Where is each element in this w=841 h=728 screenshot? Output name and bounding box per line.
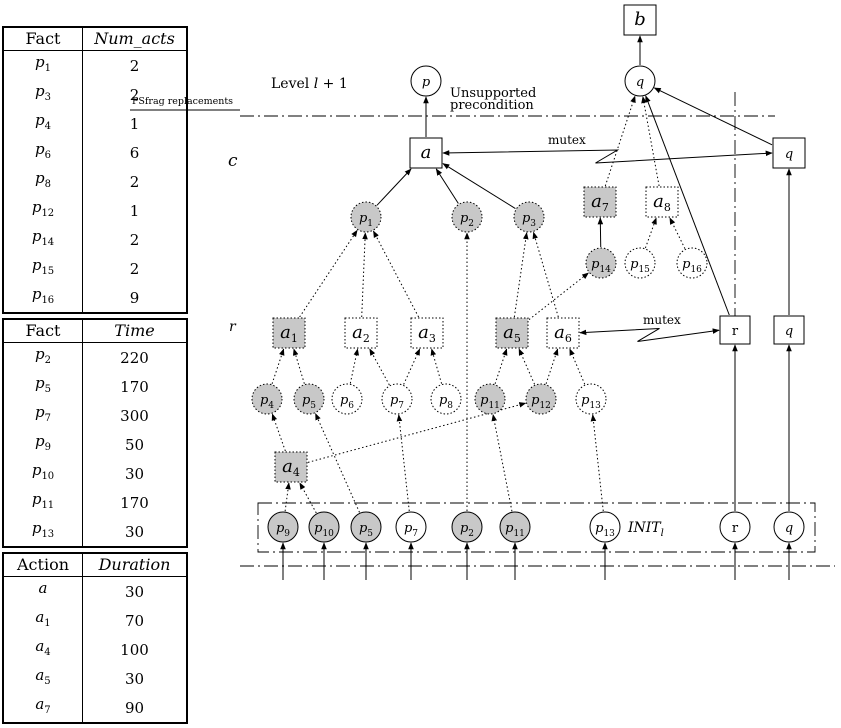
edge-p7-to-a3: [404, 349, 420, 384]
planning-graph-diagram: b p q a q p1 p2 p3 a7 a8 p14 p15 p16 a1 a2 a3 a5 a6 r q p4 p5…: [0, 0, 841, 581]
node-i-q: q: [774, 512, 804, 542]
svg-text:r: r: [732, 324, 739, 339]
node-q-noop-r: q: [774, 316, 804, 344]
node-i-p9: p9: [268, 512, 298, 542]
psfrag-label: PSfrag replacements: [132, 96, 233, 107]
row-symbol: a4: [3, 635, 83, 664]
node-a1: a1: [273, 318, 305, 348]
level-r-label: r: [229, 319, 237, 335]
node-a5: a5: [496, 318, 528, 348]
node-a2: a2: [345, 318, 377, 348]
node-i-r: r: [720, 512, 750, 542]
svg-text:q: q: [785, 324, 793, 339]
node-p15: p15: [625, 248, 655, 278]
node-i-p7: p7: [396, 512, 426, 542]
edge-a2-to-p1: [362, 233, 366, 317]
init-label: INITl: [627, 520, 664, 539]
mutex-link-a-q-noop-c: [443, 150, 772, 163]
node-q-noop-c: q: [773, 138, 805, 168]
edge-i-p9-to-a4: [285, 483, 289, 511]
edge-i-p13-to-p13: [593, 415, 604, 511]
node-p14: p14: [586, 248, 616, 278]
row-symbol: a5: [3, 664, 83, 693]
svg-text:q: q: [785, 521, 793, 536]
edge-i-p11-to-p11: [493, 415, 512, 512]
row-value: 70: [83, 606, 188, 635]
edge-p12-to-a5: [519, 349, 535, 384]
edge-a7-to-q-top: [605, 96, 635, 186]
edge-a1-to-p1: [300, 230, 358, 317]
node-p13: p13: [576, 384, 606, 414]
mutex-link-a6-r-noop: [580, 328, 719, 341]
row-symbol: a7: [3, 693, 83, 723]
node-b: b: [624, 5, 656, 35]
level-label: Level l + 1: [271, 76, 348, 92]
edge-a5-to-p14: [529, 273, 588, 320]
edge-i-p5-to-p5: [316, 414, 360, 513]
edge-p11-to-a5: [495, 349, 507, 384]
node-q-top: q: [625, 66, 655, 96]
svg-text:q: q: [636, 75, 644, 90]
node-r-noop: r: [720, 316, 750, 344]
unsupported-label-line2: precondition: [450, 98, 534, 113]
edge-p4-to-a1: [272, 349, 284, 384]
edge-p15-to-a8: [645, 218, 656, 248]
node-p6: p6: [332, 384, 362, 414]
node-a6: a6: [547, 318, 579, 348]
row-symbol: a1: [3, 606, 83, 635]
node-i-p5: p5: [351, 512, 381, 542]
svg-text:a: a: [421, 142, 432, 163]
node-a4: a4: [275, 452, 307, 482]
node-i-p11: p11: [500, 512, 530, 542]
edge-p13-to-a6: [570, 349, 585, 384]
svg-text:p: p: [422, 75, 431, 90]
edge-p3-to-a: [443, 164, 515, 209]
edge-i-p7-to-p7: [399, 415, 410, 511]
edge-a6-to-p3: [534, 232, 559, 317]
node-a: a: [410, 138, 442, 168]
node-i-p13: p13: [590, 512, 620, 542]
node-i-p10: p10: [309, 512, 339, 542]
edge-p7-to-a2: [370, 349, 390, 385]
edge-a5-to-p3: [514, 233, 526, 317]
svg-text:b: b: [634, 9, 646, 30]
edge-i-p10-to-a4: [300, 483, 316, 513]
mutex-label-r: mutex: [643, 313, 681, 327]
level-c-label: c: [228, 151, 238, 171]
node-i-p2: p2: [452, 512, 482, 542]
edge-p16-to-a8: [670, 218, 685, 249]
edge-a4-to-p4: [272, 414, 285, 451]
svg-text:q: q: [785, 147, 793, 162]
edge-p2-to-a: [436, 169, 458, 204]
node-p8: p8: [431, 384, 461, 414]
node-a8: a8: [646, 187, 678, 217]
edge-p5-to-a1: [294, 349, 305, 384]
node-p1: p1: [351, 202, 381, 232]
node-p11: p11: [475, 384, 505, 414]
edge-p8-to-a3: [432, 349, 442, 384]
node-a7: a7: [584, 187, 616, 217]
node-p7: p7: [382, 384, 412, 414]
node-p-top: p: [411, 66, 441, 96]
node-p2: p2: [452, 202, 482, 232]
node-p5: p5: [294, 384, 324, 414]
mutex-label-c: mutex: [548, 133, 586, 147]
svg-text:r: r: [732, 521, 739, 536]
edge-a3-to-p1: [373, 231, 418, 317]
row-value: 30: [83, 664, 188, 693]
node-a3: a3: [411, 318, 443, 348]
edge-p6-to-a2: [350, 349, 357, 383]
row-value: 90: [83, 693, 188, 723]
node-p3: p3: [514, 202, 544, 232]
edge-p12-to-a6: [546, 349, 558, 384]
node-p16: p16: [677, 248, 707, 278]
node-p12: p12: [526, 384, 556, 414]
row-value: 100: [83, 635, 188, 664]
node-p4: p4: [252, 384, 282, 414]
edge-p1-to-a: [377, 169, 411, 205]
